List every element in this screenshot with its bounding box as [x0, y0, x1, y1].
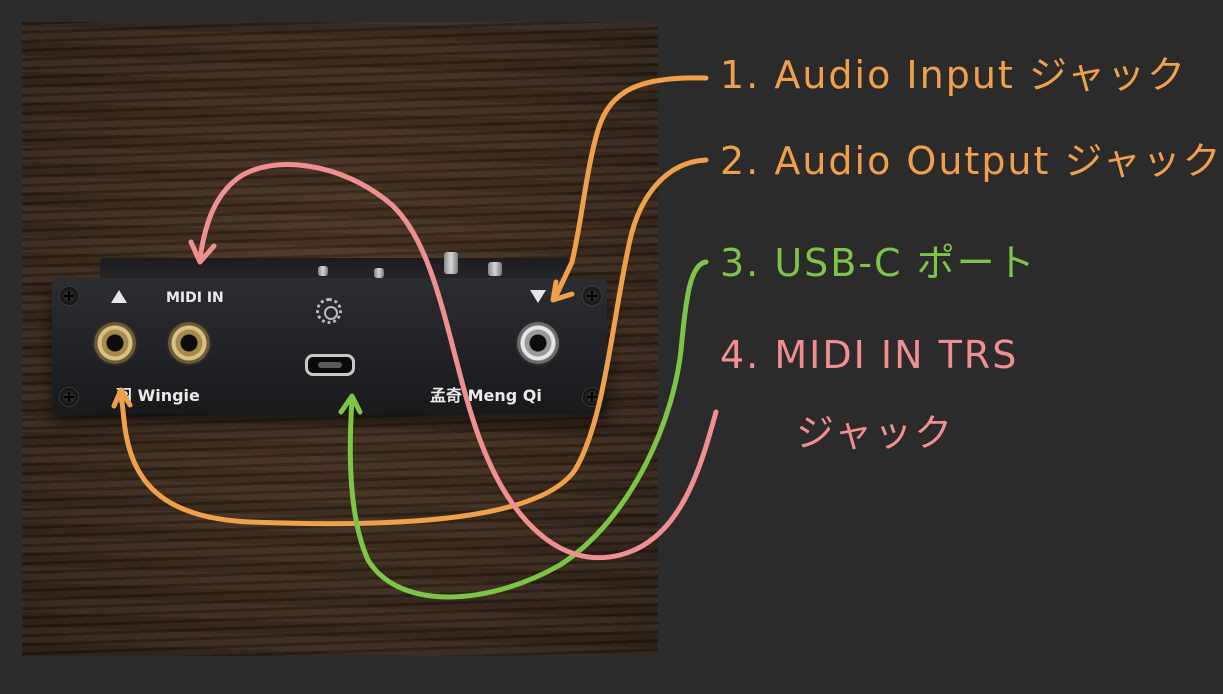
screw-icon	[60, 388, 78, 406]
right-brand-label: 孟奇 Meng Qi	[430, 386, 542, 405]
logo-gear-icon	[316, 298, 342, 324]
midi-in-jack	[168, 322, 210, 364]
knob-shaft	[318, 266, 328, 276]
knob-shaft	[444, 252, 458, 274]
annotation-midi-in-jack: ジャック	[796, 411, 955, 455]
usb-c-port	[305, 354, 355, 376]
output-arrow-icon	[530, 290, 546, 303]
audio-output-jack	[517, 322, 559, 364]
screw-icon	[583, 388, 601, 406]
midi-in-label: MIDI IN	[166, 290, 224, 306]
input-arrow-icon	[111, 290, 127, 303]
annotation-audio-output: 2. Audio Output ジャック	[720, 139, 1223, 183]
left-brand-label: 羽 Wingie	[116, 386, 200, 405]
screw-icon	[583, 287, 601, 305]
knob-shaft	[488, 262, 502, 276]
annotation-audio-input: 1. Audio Input ジャック	[720, 53, 1187, 97]
annotation-midi-in: 4. MIDI IN TRS	[720, 333, 1019, 377]
audio-input-jack	[94, 322, 136, 364]
knob-shaft	[374, 268, 384, 278]
annotation-usb-c: 3. USB-C ポート	[720, 241, 1037, 285]
screw-icon	[60, 287, 78, 305]
